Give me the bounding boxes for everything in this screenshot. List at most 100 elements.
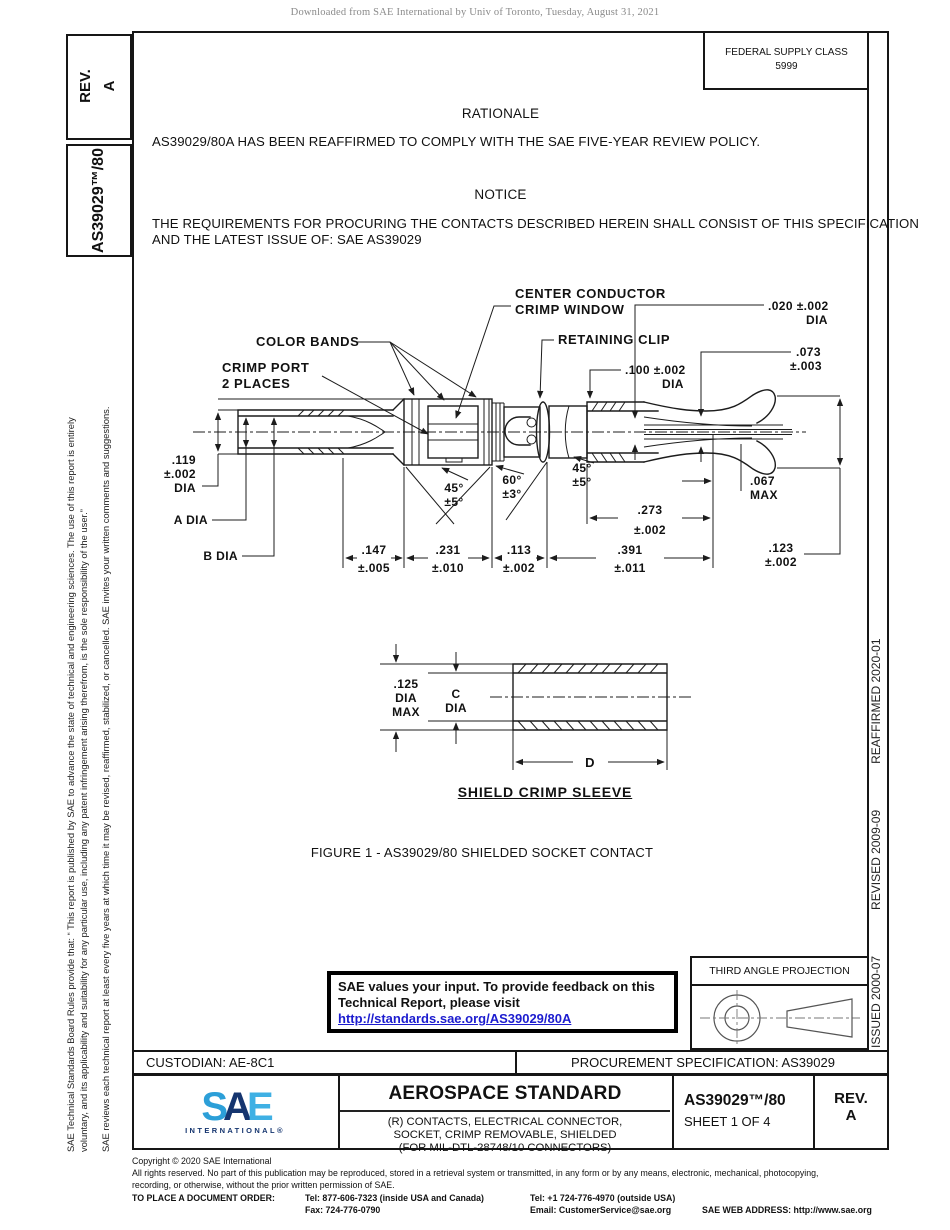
dim-45-1-tol: ±5° <box>444 495 463 509</box>
dim-b-dia: B DIA <box>203 549 238 563</box>
dim-a-dia: A DIA <box>174 513 208 527</box>
dim-273: .273 <box>638 503 663 517</box>
revised-date: REVISED 2009-09 <box>869 809 883 910</box>
legal-sidebar: SAE Technical Standards Board Rules prov… <box>64 270 112 1152</box>
legal-line-3: SAE reviews each technical report at lea… <box>100 406 111 1152</box>
sae-logo-e: E <box>246 1084 274 1129</box>
notice-line-2: AND THE LATEST ISSUE OF: SAE AS39029 <box>152 232 422 247</box>
notice-heading: NOTICE <box>474 187 527 202</box>
feedback-line-1: SAE values your input. To provide feedba… <box>338 979 655 994</box>
footer-doc-number: AS39029™/80 <box>684 1092 786 1109</box>
fax: Fax: 724-776-0790 <box>305 1205 381 1215</box>
rev-cell: REV. A <box>813 1076 889 1124</box>
dim-125: .125 <box>394 677 419 691</box>
sae-logo-subtext: INTERNATIONAL® <box>185 1125 285 1135</box>
footer-rev-label: REV. <box>834 1090 868 1107</box>
center-conductor-label-2: CRIMP WINDOW <box>515 302 625 317</box>
doc-number-vertical: AS39029™/80 <box>90 148 107 253</box>
revision-history-column: ISSUED 2000-07 REVISED 2009-09 REAFFIRME… <box>869 583 883 1049</box>
projection-symbol-icon <box>700 990 860 1046</box>
legal-line-2: voluntary, and its applicability and sui… <box>78 509 89 1152</box>
footer-row2-top-line <box>132 1073 889 1076</box>
order-label: TO PLACE A DOCUMENT ORDER: <box>132 1193 275 1203</box>
copyright-line-2: All rights reserved. No part of this pub… <box>132 1168 819 1178</box>
email: Email: CustomerService@sae.org <box>530 1205 672 1215</box>
dim-113-tol: ±.002 <box>503 561 535 575</box>
standard-subtitle-1: (R) CONTACTS, ELECTRICAL CONNECTOR, <box>387 1116 623 1128</box>
dim-c-dia: DIA <box>445 701 467 715</box>
title-rule <box>340 1110 670 1112</box>
rationale-heading: RATIONALE <box>461 106 540 121</box>
third-angle-projection-box: THIRD ANGLE PROJECTION <box>690 956 869 1050</box>
feedback-link[interactable]: http://standards.sae.org/AS39029/80A <box>338 1011 572 1026</box>
sae-logo-letters: SAE <box>201 1087 273 1127</box>
sae-logo: SAE INTERNATIONAL® <box>134 1076 336 1148</box>
footer-row1-top-line <box>132 1050 889 1052</box>
download-notice: Downloaded from SAE International by Uni… <box>290 7 660 18</box>
sleeve-drawing: .125 DIA MAX C DIA D <box>380 644 692 770</box>
feedback-box: SAE values your input. To provide feedba… <box>327 971 678 1033</box>
dim-123: .123 <box>769 541 794 555</box>
title-block: AEROSPACE STANDARD (R) CONTACTS, ELECTRI… <box>340 1076 670 1154</box>
crimp-port-label-1: CRIMP PORT <box>222 360 309 375</box>
copyright-line-1: Copyright © 2020 SAE International <box>132 1156 272 1166</box>
dim-d: D <box>585 755 595 770</box>
sheet-number: SHEET 1 OF 4 <box>684 1114 771 1129</box>
dim-073-tol: ±.003 <box>790 359 822 373</box>
crimp-port-label-2: 2 PLACES <box>222 376 290 391</box>
dim-c: C <box>451 687 460 701</box>
standard-title: AEROSPACE STANDARD <box>388 1083 622 1104</box>
dim-067-max: MAX <box>750 488 778 502</box>
fsc-value: 5999 <box>775 61 798 72</box>
dim-123-tol: ±.002 <box>765 555 797 569</box>
standard-subtitle-2: SOCKET, CRIMP REMOVABLE, SHIELDED <box>393 1128 617 1141</box>
dim-147-tol: ±.005 <box>358 561 390 575</box>
copyright-line-3: recording, or otherwise, without the pri… <box>132 1180 395 1190</box>
rev-value: A <box>101 80 118 92</box>
web-address: SAE WEB ADDRESS: http://www.sae.org <box>702 1205 872 1215</box>
footer-cell-divider-1 <box>338 1076 340 1150</box>
dim-273-tol: ±.002 <box>634 523 666 537</box>
dim-391-tol: ±.011 <box>614 561 645 575</box>
sae-logo-s: S <box>201 1084 228 1129</box>
rev-label: REV. <box>77 69 94 103</box>
feedback-line-2: Technical Report, please visit <box>338 995 520 1010</box>
dim-231: .231 <box>436 543 461 557</box>
dim-100: .100 ±.002 <box>625 363 686 377</box>
rev-box <box>66 34 132 140</box>
fsc-label: FEDERAL SUPPLY CLASS <box>725 47 848 58</box>
footer-cell-divider-3 <box>813 1076 815 1150</box>
contact-drawing: CENTER CONDUCTOR CRIMP WINDOW COLOR BAND… <box>164 286 844 575</box>
dim-067: .067 <box>750 474 775 488</box>
custodian: CUSTODIAN: AE-8C1 <box>146 1055 275 1070</box>
dim-113: .113 <box>507 543 531 557</box>
figure-caption: FIGURE 1 - AS39029/80 SHIELDED SOCKET CO… <box>310 845 654 860</box>
dim-45-1: 45° <box>444 481 463 495</box>
color-bands-label: COLOR BANDS <box>256 334 359 349</box>
doc-number-box <box>66 144 132 257</box>
dim-147: .147 <box>362 543 387 557</box>
sae-logo-a: A <box>223 1084 252 1129</box>
tel-outside: Tel: +1 724-776-4970 (outside USA) <box>530 1193 676 1203</box>
rationale-body: AS39029/80A HAS BEEN REAFFIRMED TO COMPL… <box>152 134 761 149</box>
issued-date: ISSUED 2000-07 <box>869 955 883 1048</box>
sleeve-title: SHIELD CRIMP SLEEVE <box>457 784 633 800</box>
dim-60-tol: ±3° <box>502 487 521 501</box>
dim-125-dia: DIA <box>395 691 417 705</box>
dim-45-2: 45° <box>572 461 591 475</box>
federal-supply-class-box: FEDERAL SUPPLY CLASS 5999 <box>703 33 868 90</box>
procurement-spec: PROCUREMENT SPECIFICATION: AS39029 <box>571 1055 835 1070</box>
dim-073: .073 <box>796 345 821 359</box>
dim-119-dia: DIA <box>174 481 196 495</box>
dim-231-tol: ±.010 <box>432 561 464 575</box>
dim-119: .119 <box>172 453 196 467</box>
doc-number-cell: AS39029™/80 SHEET 1 OF 4 <box>684 1076 809 1129</box>
notice-line-1: THE REQUIREMENTS FOR PROCURING THE CONTA… <box>152 216 919 231</box>
dim-45-2-tol: ±5° <box>572 475 591 489</box>
legal-line-1: SAE Technical Standards Board Rules prov… <box>65 417 76 1152</box>
right-column-divider <box>867 31 869 1050</box>
dim-100-dia: DIA <box>662 377 684 391</box>
footer-rev-value: A <box>845 1107 857 1124</box>
footer-cell-divider-2 <box>672 1076 674 1150</box>
rev-box-text: REV. A <box>68 36 134 136</box>
